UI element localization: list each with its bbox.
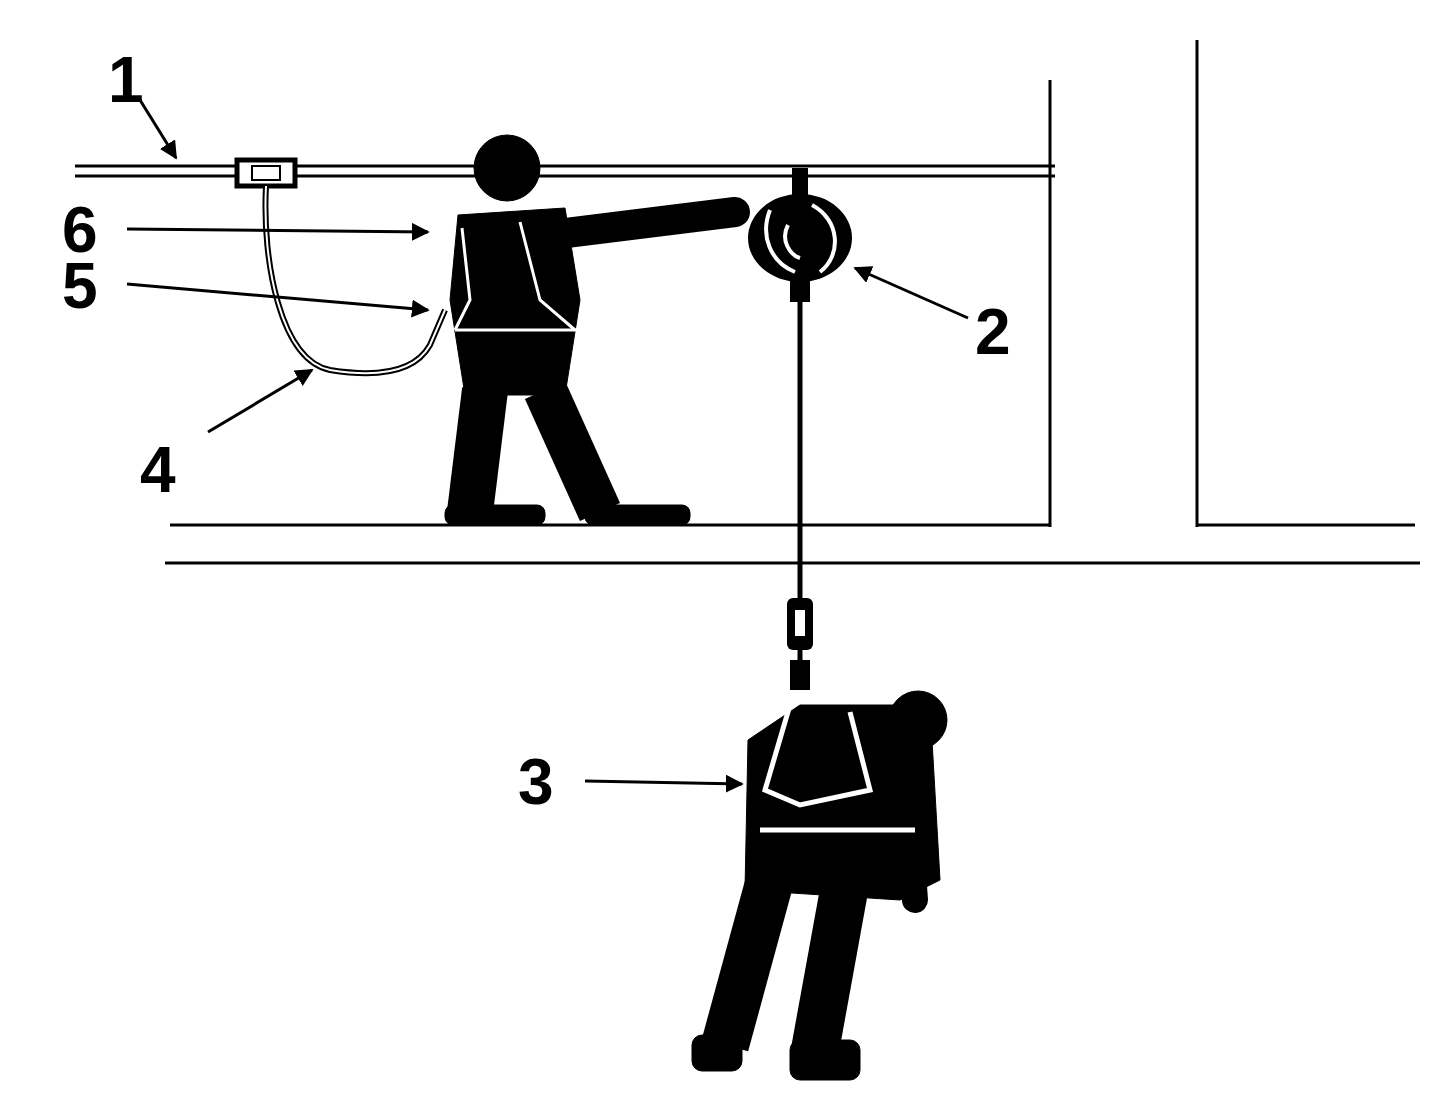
lanyard — [265, 186, 445, 373]
leader-arrow — [127, 284, 428, 310]
worker-arm — [550, 212, 735, 235]
worker-boot — [790, 1040, 860, 1080]
wall — [1049, 80, 1052, 527]
callout-number: 1 — [108, 48, 144, 112]
worker-leg — [545, 390, 600, 512]
harness-strap — [520, 222, 575, 330]
leader-arrow — [855, 268, 968, 318]
srl-hook — [792, 168, 808, 198]
callout-number: 6 — [62, 198, 98, 262]
worker-leg — [815, 885, 845, 1050]
harness-strap — [455, 228, 470, 330]
anchor-beam — [75, 165, 1055, 168]
floor — [1197, 524, 1415, 527]
srl-swivel — [790, 280, 810, 302]
platform — [165, 562, 1420, 565]
lanyard — [265, 186, 445, 373]
shock-pack — [787, 598, 813, 650]
worker-head — [474, 135, 540, 201]
callout-number: 4 — [140, 438, 176, 502]
shock-pack — [795, 610, 805, 636]
harness-strap — [765, 705, 870, 805]
leader-arrow — [208, 370, 312, 432]
harness-strap — [760, 828, 915, 833]
leader-arrow — [585, 781, 742, 784]
callout-number: 2 — [975, 300, 1011, 364]
worker-boot — [445, 505, 545, 525]
wall — [1196, 40, 1199, 527]
leader-arrow — [127, 229, 428, 232]
leader-arrow — [140, 100, 176, 158]
beam-anchor — [252, 166, 280, 180]
srl-housing — [766, 205, 835, 272]
anchor-beam — [75, 175, 1055, 178]
worker-torso — [745, 705, 940, 900]
snap-hook — [790, 660, 810, 690]
beam-anchor — [237, 160, 295, 186]
worker-leg — [470, 390, 485, 512]
harness-strap — [455, 329, 600, 332]
callout-number: 3 — [518, 750, 554, 814]
callout-number: 5 — [62, 254, 98, 318]
worker-leg — [725, 880, 770, 1045]
srl-housing — [748, 194, 852, 282]
worker-boot — [692, 1035, 742, 1071]
worker-boot — [585, 505, 690, 525]
